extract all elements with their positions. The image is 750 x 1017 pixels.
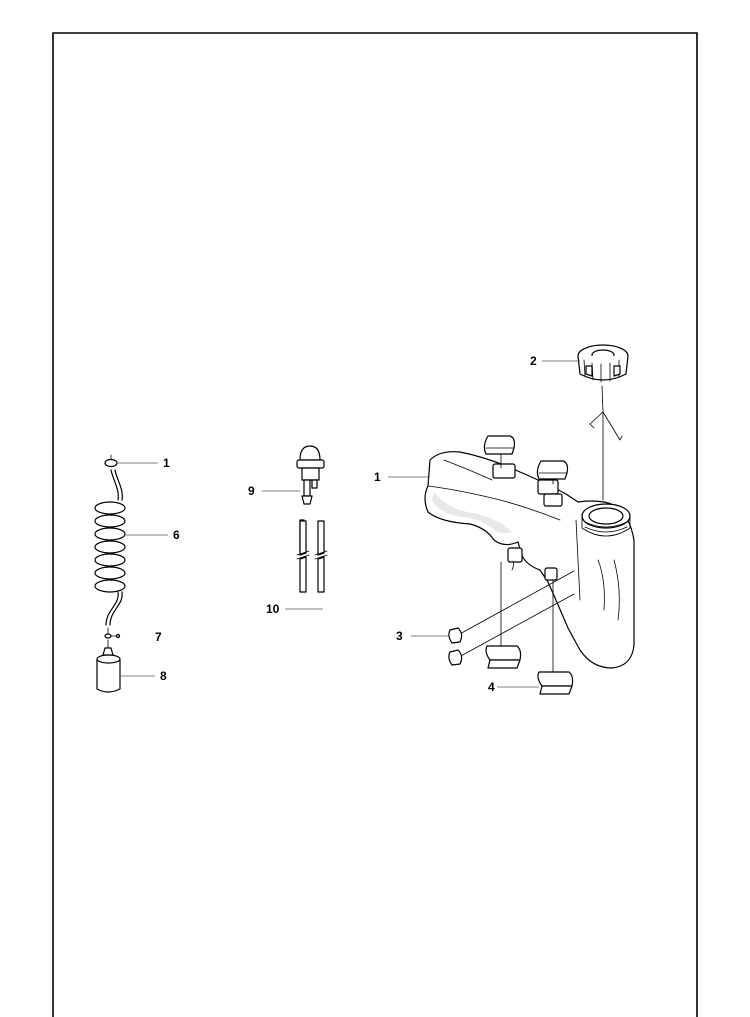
callout-7: 7 [155,630,162,644]
page-frame [52,32,698,1017]
callout-6: 6 [173,528,180,542]
part-9-primer-bulb [296,445,325,505]
part-4-rubber-mounts [483,435,574,695]
callout-9: 9 [248,484,255,498]
callout-1: 1 [374,470,381,484]
part-3-screws [448,570,575,666]
part-5-clip-ring [104,454,118,468]
callout-4: 4 [488,680,495,694]
part-10-fuel-lines [296,519,328,593]
part-1-fuel-tank [424,451,635,669]
part-8-fuel-filter [96,639,121,693]
callout-5: 1 [163,456,170,470]
part-7-hose-clamp [104,627,121,639]
part-2-tank-cap [577,344,629,501]
callout-8: 8 [160,669,167,683]
callout-10: 10 [266,602,280,616]
part-6-coiled-hose [94,469,126,626]
callout-2: 2 [530,354,537,368]
callout-3: 3 [396,629,403,643]
